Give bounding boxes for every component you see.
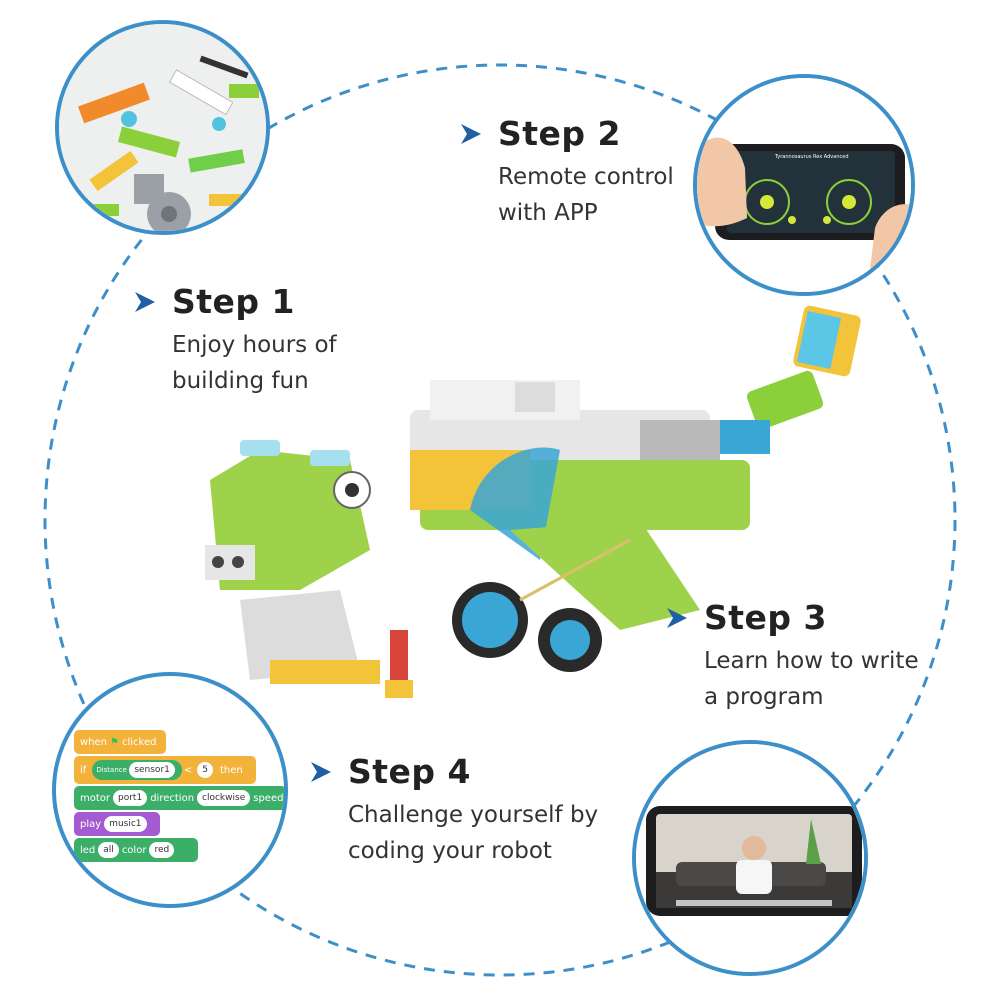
motor-label: motor <box>80 792 111 804</box>
remote-control-photo: Tyrannosaurus Rex Advanced <box>693 74 915 296</box>
speed-label: speed <box>253 792 284 804</box>
red-dropdown: red <box>149 842 175 858</box>
all-dropdown: all <box>98 842 119 858</box>
if-label: if <box>80 764 87 776</box>
app-screen-title: Tyrannosaurus Rex Advanced <box>775 154 849 160</box>
distance-sensor-block: Distance Sensor sensor1 <box>92 760 182 780</box>
port-dropdown: port1 <box>113 790 148 806</box>
chevron-right-icon <box>667 607 687 628</box>
flag-icon: ⚑ <box>110 736 119 748</box>
operator-label: < <box>183 764 193 776</box>
direction-label: direction <box>150 792 195 804</box>
chevron-right-icon <box>461 123 481 144</box>
step-4-line-2: coding your robot <box>348 838 552 864</box>
led-label: led <box>80 844 96 856</box>
if-block: if Distance Sensor sensor1 < 5 then <box>74 756 256 784</box>
step-4: Step 4 Challenge yourself by coding your… <box>308 752 598 869</box>
color-label: color <box>121 844 147 856</box>
chevron-right-icon <box>311 761 331 782</box>
step-2-line-2: with APP <box>498 200 598 226</box>
music-dropdown: music1 <box>104 816 147 832</box>
play-block: play music1 <box>74 812 160 836</box>
step-1: Step 1 Enjoy hours of building fun <box>132 282 337 399</box>
building-parts-photo <box>55 20 270 235</box>
step-3-line-1: Learn how to write <box>704 648 919 674</box>
motor-block: motor port1 direction clockwise speed 9 <box>74 786 284 810</box>
step-2: Step 2 Remote control with APP <box>458 114 674 231</box>
step-1-line-1: Enjoy hours of <box>172 332 337 358</box>
then-label: then <box>220 764 243 776</box>
step-1-line-2: building fun <box>172 368 309 394</box>
when-clicked-block: when ⚑ clicked <box>74 730 166 754</box>
step-4-line-1: Challenge yourself by <box>348 802 599 828</box>
step-2-title: Step 2 <box>498 114 621 153</box>
step-3: Step 3 Learn how to write a program <box>664 598 919 715</box>
step-2-line-1: Remote control <box>498 164 674 190</box>
step-4-title: Step 4 <box>348 752 471 791</box>
sensor-dropdown: sensor1 <box>129 762 175 778</box>
led-block: led all color red <box>74 838 198 862</box>
clicked-label: clicked <box>121 736 157 748</box>
clockwise-dropdown: clockwise <box>197 790 251 806</box>
step-1-title: Step 1 <box>172 282 295 321</box>
value-input: 5 <box>197 762 213 778</box>
play-label: play <box>80 818 102 830</box>
step-3-line-2: a program <box>704 684 824 710</box>
when-label: when <box>80 736 108 748</box>
dinosaur-robot-illustration <box>205 305 861 698</box>
chevron-right-icon <box>135 291 155 312</box>
distance-sensor-label: Distance Sensor <box>96 765 154 774</box>
step-3-title: Step 3 <box>704 598 827 637</box>
tutorial-video-photo <box>632 740 868 976</box>
code-blocks-photo: when ⚑ clicked if Distance Sensor sensor… <box>52 672 288 908</box>
